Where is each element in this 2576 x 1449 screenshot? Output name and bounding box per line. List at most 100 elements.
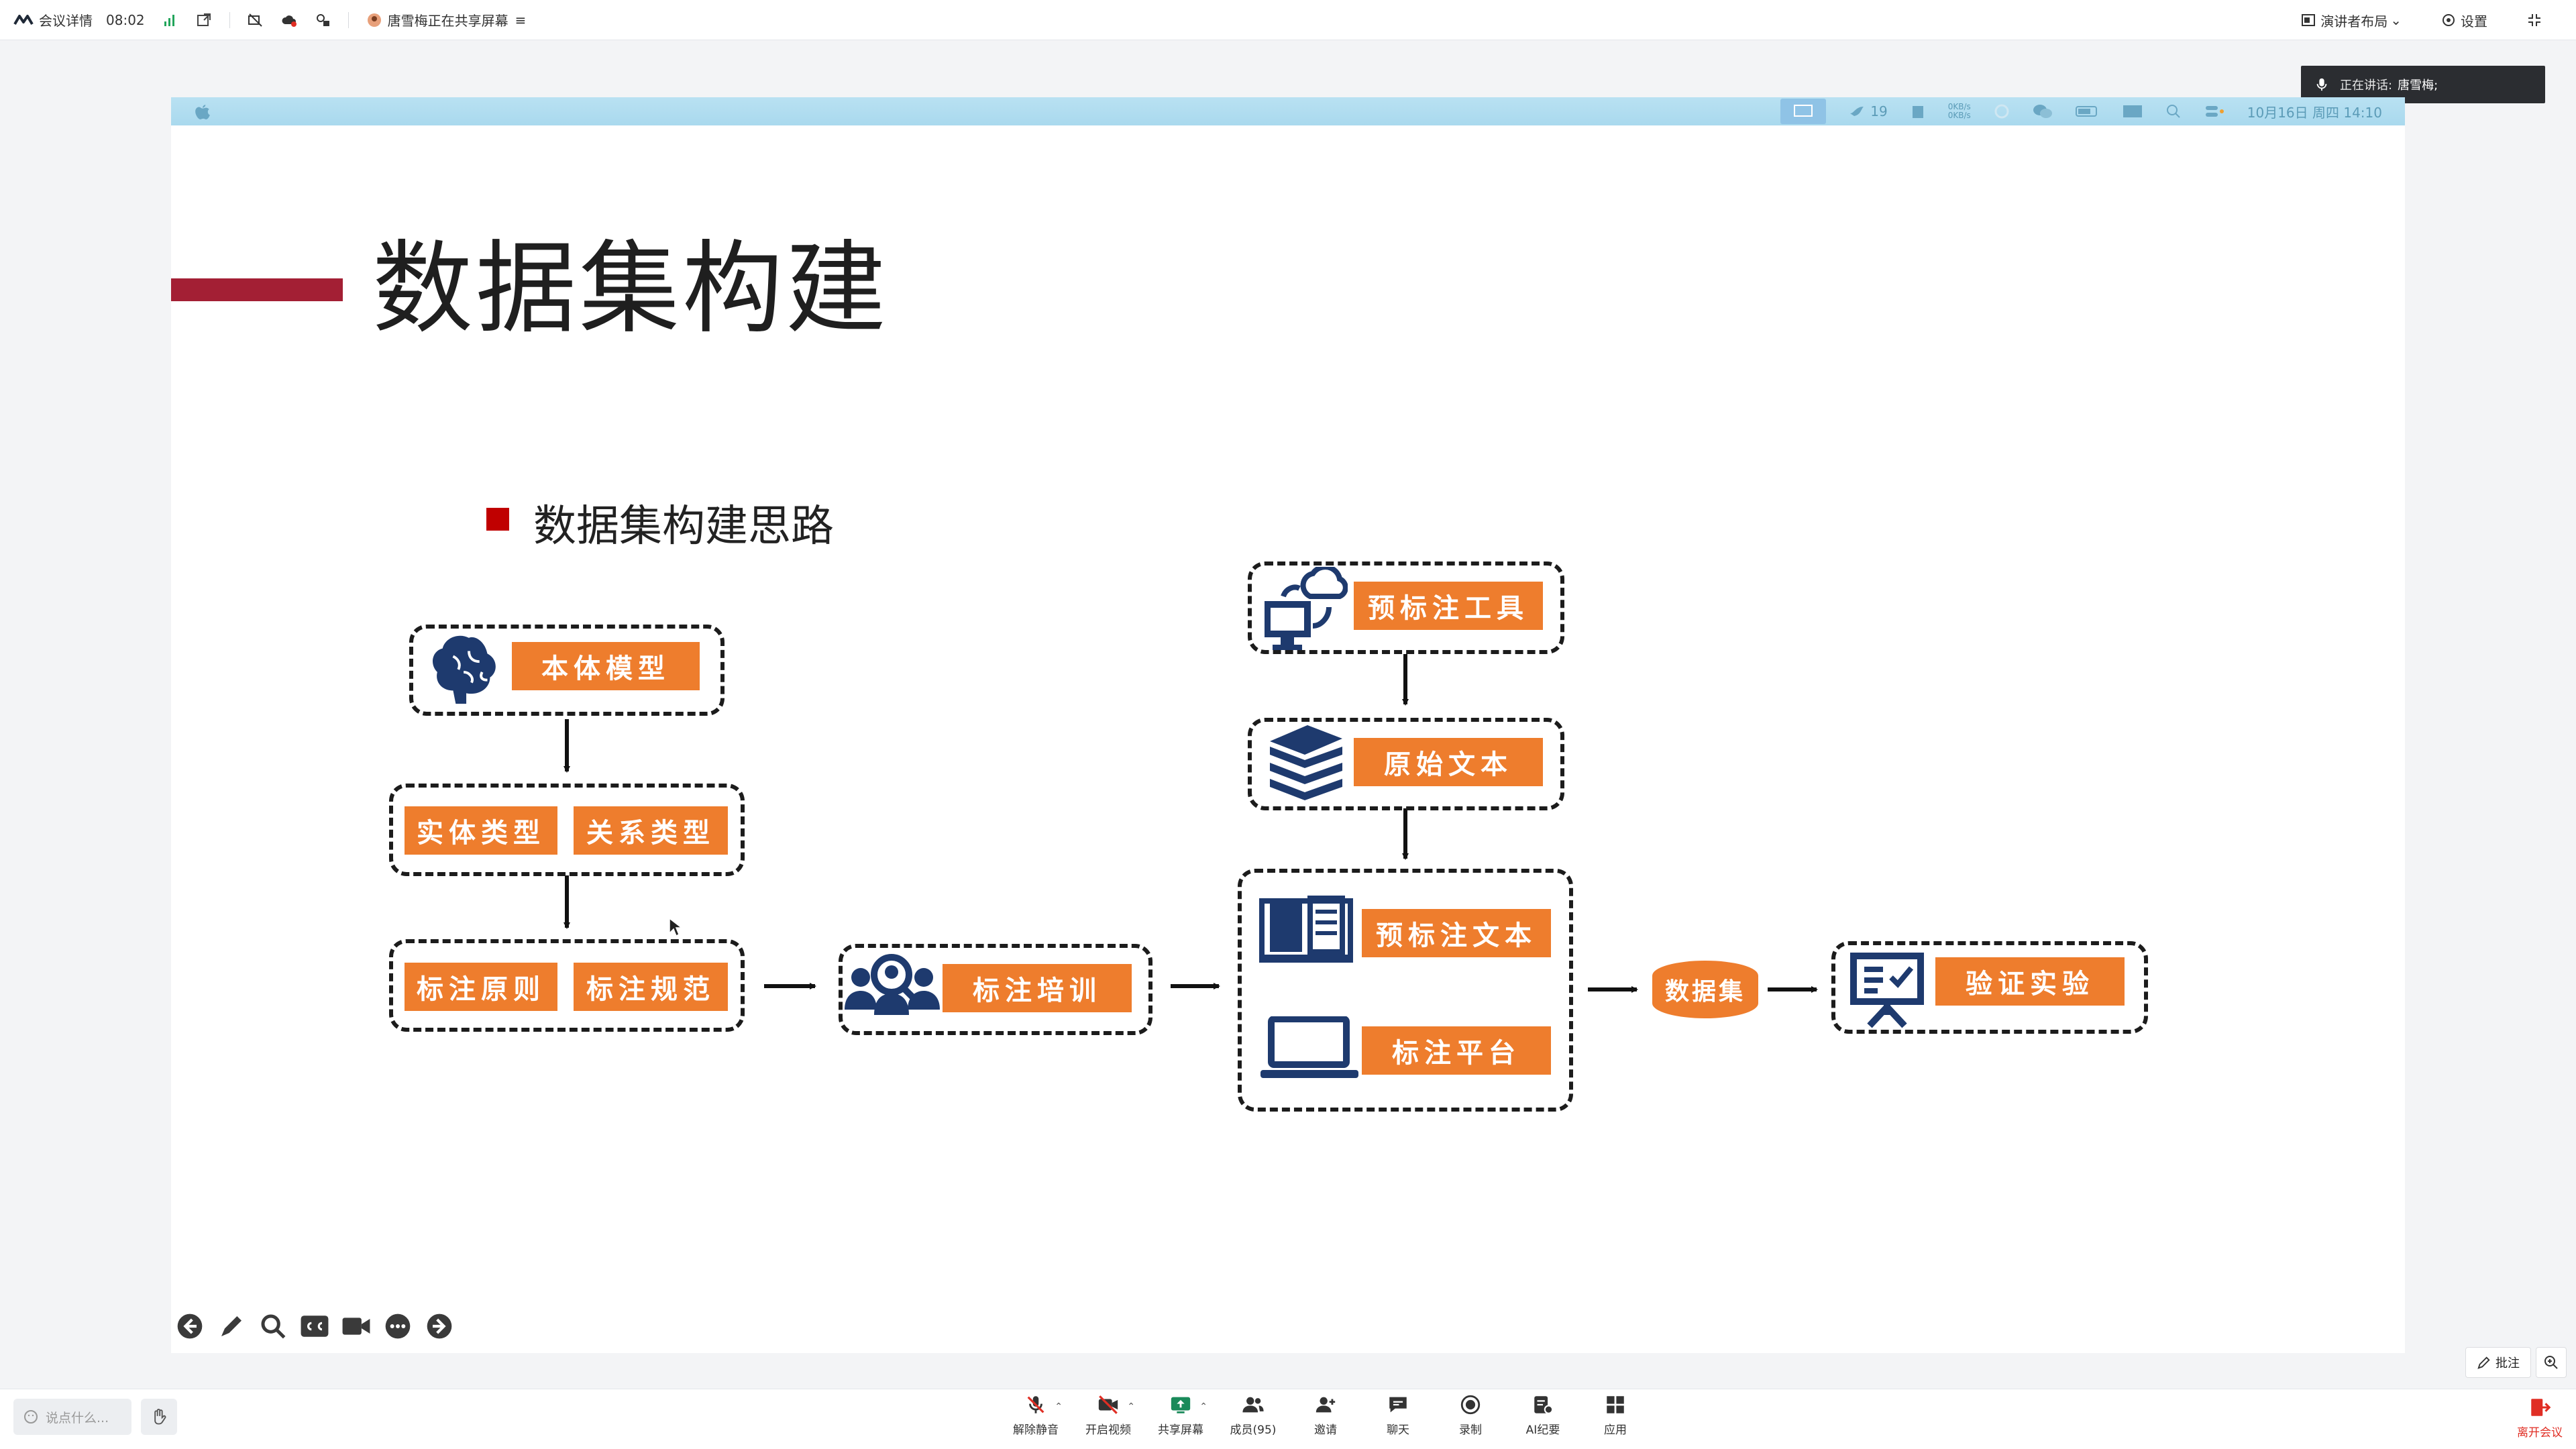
layout-button[interactable]: 演讲者布局 ⌄ — [2300, 11, 2402, 30]
ontology-group — [409, 625, 724, 716]
input-method-icon[interactable] — [2123, 104, 2143, 119]
annotation-group — [1238, 869, 1573, 1112]
network-speed: 0KB/s 0KB/s — [1948, 103, 1971, 120]
box-relation-type: 关系类型 — [574, 806, 728, 855]
control-center-icon[interactable] — [2204, 103, 2224, 119]
meeting-timer: 08:02 — [106, 11, 145, 28]
title-accent-bar — [171, 278, 343, 301]
zoom-in-icon — [2544, 1356, 2558, 1369]
tencent-meeting-logo-icon — [13, 14, 34, 25]
speaking-label: 正在讲话: — [2340, 78, 2393, 93]
experiment-group — [1831, 941, 2148, 1034]
search-icon[interactable] — [2165, 103, 2182, 119]
apple-logo-icon — [195, 105, 210, 119]
leave-meeting-button[interactable]: 离开会议 — [2517, 1396, 2563, 1440]
apps-button[interactable]: 应用 — [1579, 1393, 1652, 1437]
record-button[interactable]: 录制 — [1434, 1393, 1507, 1437]
leave-icon — [2531, 1399, 2551, 1416]
next-slide-icon[interactable] — [425, 1311, 454, 1341]
unmute-label: 解除静音 — [1013, 1424, 1059, 1437]
captions-icon[interactable] — [300, 1311, 329, 1341]
meeting-details-button[interactable]: 会议详情 08:02 — [13, 10, 145, 30]
annotate-label: 批注 — [2496, 1356, 2520, 1371]
hand-icon — [154, 1409, 166, 1425]
app-badge-count: 19 — [1870, 103, 1888, 119]
members-label: 成员(95) — [1230, 1424, 1277, 1437]
net-down: 0KB/s — [1947, 111, 1971, 120]
box-pre-annotated-text: 预标注文本 — [1362, 909, 1551, 957]
members-button[interactable]: 成员(95) — [1217, 1393, 1289, 1437]
record-label: 录制 — [1459, 1424, 1482, 1437]
video-off-icon[interactable] — [248, 12, 264, 28]
signal-icon[interactable] — [162, 12, 178, 28]
shared-screen: 19 0KB/s 0KB/s 10月16日 周四 14:10 数据集构建 数据集… — [171, 97, 2405, 1353]
brain-icon — [433, 635, 496, 704]
caret-up-icon[interactable]: ⌃ — [1127, 1401, 1135, 1412]
unmute-button[interactable]: 解除静音 ⌃ — [1000, 1393, 1072, 1437]
types-group — [389, 784, 745, 876]
bird-icon — [1850, 107, 1864, 116]
caret-up-icon[interactable]: ⌃ — [1199, 1401, 1208, 1412]
start-video-button[interactable]: 开启视频 ⌃ — [1072, 1393, 1144, 1437]
ai-notes-label: AI纪要 — [1525, 1424, 1560, 1437]
speaker-name: 唐雪梅; — [2398, 78, 2438, 93]
layout-icon — [2302, 14, 2316, 26]
sharing-status[interactable]: 唐雪梅正在共享屏幕 ≡ — [366, 10, 527, 30]
box-annotation-principle: 标注原则 — [405, 963, 557, 1011]
raise-hand-button[interactable] — [141, 1399, 177, 1435]
presentation-board-icon — [1850, 953, 1924, 1028]
more-options-icon[interactable] — [383, 1311, 413, 1341]
box-ontology-model: 本体模型 — [512, 642, 700, 690]
clipboard-icon[interactable] — [1911, 103, 1925, 119]
open-book-icon — [1259, 896, 1353, 963]
computer-cloud-icon — [1265, 567, 1348, 650]
laptop-icon — [1260, 1016, 1358, 1078]
sharing-menu-icon[interactable]: ≡ — [515, 11, 527, 28]
share-screen-icon — [1171, 1397, 1191, 1413]
sharing-status-label: 唐雪梅正在共享屏幕 — [387, 13, 508, 29]
pen-icon[interactable] — [217, 1311, 246, 1341]
screen-mirroring-icon[interactable] — [1780, 99, 1827, 124]
battery-icon[interactable] — [2075, 105, 2100, 118]
pre-tool-group — [1248, 561, 1564, 654]
chat-quick-input[interactable]: 说点什么... — [13, 1399, 131, 1435]
training-group — [839, 944, 1152, 1035]
mouse-cursor-icon — [669, 917, 682, 937]
invite-icon — [1316, 1397, 1336, 1413]
box-pre-annotation-tool: 预标注工具 — [1354, 582, 1543, 630]
caret-up-icon[interactable]: ⌃ — [1055, 1401, 1063, 1412]
mac-menubar: 19 0KB/s 0KB/s 10月16日 周四 14:10 — [171, 97, 2405, 125]
principles-group — [389, 939, 745, 1032]
ai-notes-icon — [1534, 1396, 1554, 1414]
zoom-icon[interactable] — [258, 1311, 288, 1341]
slide-title: 数据集构建 — [372, 231, 890, 347]
spinner-icon[interactable] — [1994, 103, 2010, 119]
exit-fullscreen-icon[interactable] — [2526, 12, 2542, 28]
invite-button[interactable]: 邀请 — [1289, 1393, 1362, 1437]
camera-off-icon — [1098, 1395, 1118, 1414]
app-badge[interactable]: 19 — [1849, 103, 1888, 119]
microphone-icon — [2316, 78, 2327, 91]
ai-notes-button[interactable]: AI纪要 — [1507, 1393, 1579, 1437]
zoom-in-button[interactable] — [2536, 1347, 2567, 1378]
settings-button[interactable]: 设置 — [2440, 11, 2487, 30]
popout-icon[interactable] — [196, 12, 212, 28]
raw-text-group — [1248, 718, 1564, 810]
share-screen-button[interactable]: 共享屏幕 ⌃ — [1144, 1393, 1217, 1437]
members-icon — [1242, 1397, 1264, 1413]
cloud-record-icon[interactable] — [281, 12, 297, 28]
chat-button[interactable]: 聊天 — [1362, 1393, 1434, 1437]
slide-bullet: 数据集构建思路 — [533, 502, 834, 551]
video-camera-icon[interactable] — [341, 1311, 371, 1341]
start-video-label: 开启视频 — [1085, 1424, 1131, 1437]
wechat-icon[interactable] — [2033, 103, 2053, 119]
emoji-icon — [24, 1410, 38, 1424]
prev-slide-icon[interactable] — [175, 1311, 205, 1341]
settings-label: 设置 — [2461, 13, 2487, 30]
chevron-down-icon: ⌄ — [2390, 12, 2402, 28]
annotate-button[interactable]: 批注 — [2465, 1347, 2531, 1378]
security-icon[interactable] — [315, 12, 331, 28]
speaking-indicator: 正在讲话: 唐雪梅; — [2301, 66, 2545, 103]
presenter-avatar-icon — [367, 13, 381, 27]
toolbar-buttons: 解除静音 ⌃ 开启视频 ⌃ 共享屏幕 ⌃ 成员(95) 邀请 聊天 录制 — [1000, 1393, 1652, 1437]
